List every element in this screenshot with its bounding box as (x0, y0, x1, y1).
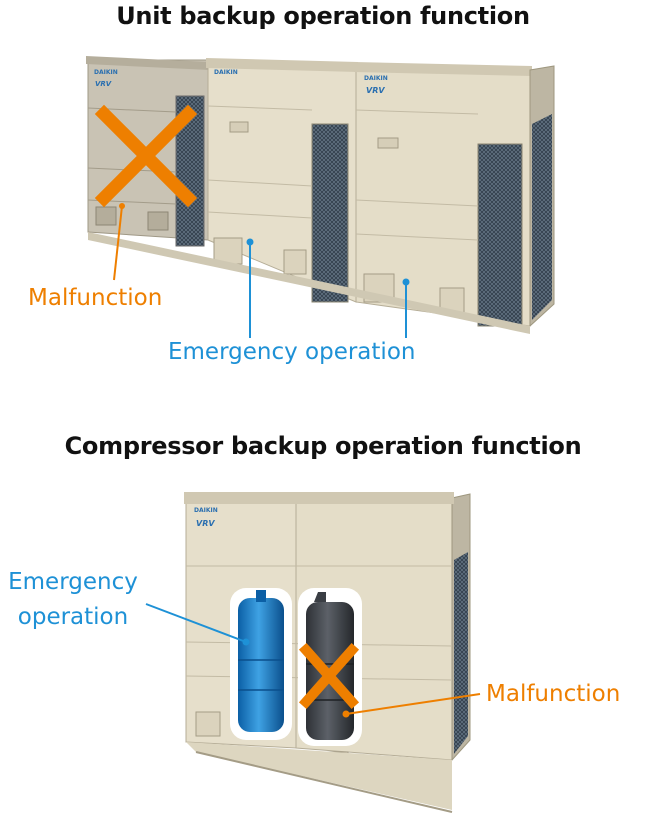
unit-3-coil (477, 143, 523, 327)
compressor-emergency-label-line2: operation (17, 604, 129, 630)
malfunction-x-mark-unit (94, 104, 198, 208)
compressor-backup-title: Compressor backup operation function (64, 432, 582, 460)
compressor-emergency-label-line1: Emergency (8, 569, 138, 595)
unit-1-brand: DAIKIN (94, 69, 118, 76)
malfunction-x-mark-compressor (298, 642, 360, 710)
unit-backup-title: Unit backup operation function (116, 2, 530, 30)
unit-base-rail (88, 232, 530, 334)
outdoor-unit-3: DAIKIN VRV (354, 62, 555, 328)
compressor-unit-brand: DAIKIN (194, 507, 218, 514)
unit-emergency-label: Emergency operation (168, 339, 416, 365)
unit-2-brand: DAIKIN (214, 69, 238, 76)
compressor-emergency-icon (230, 588, 292, 740)
compressor-callout-lines (145, 603, 481, 718)
unit-3-model: VRV (366, 86, 385, 95)
unit-2-coil (311, 123, 349, 303)
compressor-malfunction-label: Malfunction (486, 681, 621, 707)
unit-3-brand: DAIKIN (364, 75, 388, 82)
compressor-malfunction-icon (298, 588, 362, 746)
unit-1-model: VRV (95, 80, 112, 88)
compressor-unit-model: VRV (196, 519, 215, 528)
unit-malfunction-label: Malfunction (28, 285, 163, 311)
unit-callout-lines (113, 203, 410, 338)
